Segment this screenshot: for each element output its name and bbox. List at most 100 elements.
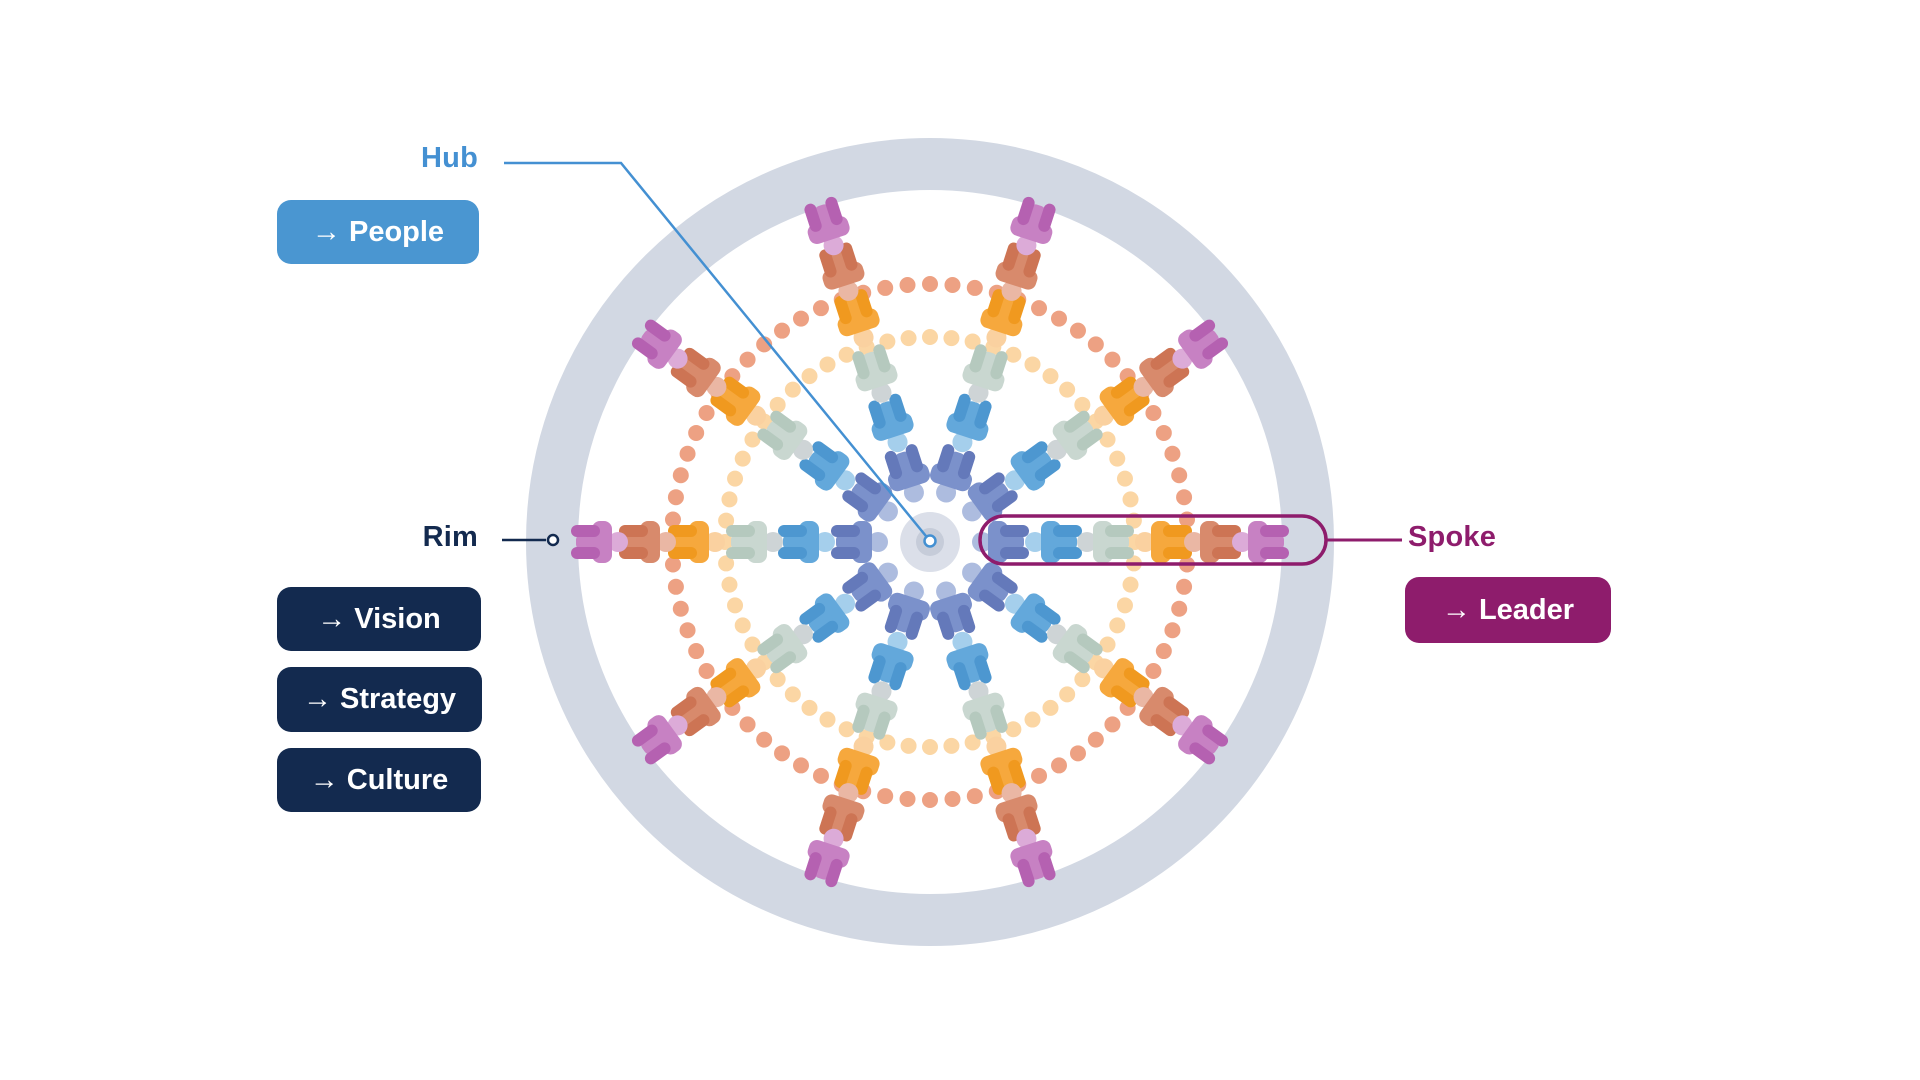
dotted-circle-dot	[698, 663, 715, 679]
spoke-group	[631, 319, 898, 522]
person-icon-orchid	[1010, 196, 1056, 256]
dotted-circle-dot	[734, 617, 751, 634]
dotted-circle-dot	[1099, 636, 1116, 653]
person-arm	[969, 711, 987, 740]
person-body	[647, 329, 682, 369]
person-arm	[1163, 525, 1192, 537]
person-icon-periwinkle	[972, 521, 1029, 563]
person-arm	[1189, 319, 1216, 342]
person-arm	[855, 472, 881, 495]
person-arm	[683, 347, 710, 370]
person-head	[608, 532, 628, 552]
person-icon-orchid	[1010, 828, 1056, 888]
dotted-circle-dot	[1145, 405, 1162, 421]
person-head	[1025, 532, 1045, 552]
person-arm	[1053, 547, 1082, 559]
person-icon-amber	[980, 289, 1026, 348]
person-icon-periwinkle	[842, 472, 898, 522]
person-body	[686, 357, 721, 398]
person-arm	[852, 351, 870, 380]
person-torso	[808, 451, 833, 474]
dotted-circle-dot	[793, 757, 809, 774]
person-arm	[979, 589, 1005, 612]
person-icon-sage	[726, 521, 783, 563]
person-arm	[819, 249, 837, 278]
person-torso	[641, 329, 666, 353]
dotted-circle-dot	[1087, 731, 1104, 748]
culture-tag-button[interactable]: → Culture	[277, 748, 481, 812]
strategy-tag-button[interactable]: → Strategy	[277, 667, 482, 732]
dotted-circle-dot	[744, 636, 761, 653]
dotted-circle-dot	[819, 711, 836, 728]
dotted-circle-dot	[838, 721, 855, 738]
person-head	[705, 532, 725, 552]
vision-tag-button[interactable]: → Vision	[277, 587, 481, 651]
person-icon-blue	[946, 393, 992, 453]
person-arm	[987, 289, 1005, 318]
person-arm	[1002, 242, 1020, 271]
person-torso	[783, 534, 807, 550]
dotted-circle-dot	[727, 597, 744, 614]
person-arm	[571, 547, 600, 559]
person-arm	[1150, 347, 1177, 370]
dotted-circle-dot	[769, 396, 786, 413]
person-arm	[757, 633, 784, 656]
leader-tag-button[interactable]: → Leader	[1405, 577, 1611, 643]
person-arm	[889, 662, 907, 691]
person-icon-salmon	[1184, 521, 1241, 563]
person-torso	[1260, 534, 1284, 550]
person-head	[1232, 532, 1252, 552]
person-torso	[1163, 534, 1187, 550]
person-body	[967, 562, 1003, 602]
person-arm	[726, 547, 755, 559]
person-body	[814, 451, 850, 491]
person-head	[1077, 532, 1097, 552]
dotted-circle-dot	[784, 686, 801, 703]
rim-callout-marker	[546, 533, 560, 547]
people-tag-button[interactable]: → People	[277, 200, 479, 264]
person-icon-periwinkle	[962, 472, 1018, 522]
dotted-circle-dot	[1042, 699, 1059, 716]
dotted-circle-dot	[774, 745, 791, 762]
person-arm	[757, 428, 784, 451]
person-arm	[905, 611, 923, 640]
person-head	[763, 532, 783, 552]
person-torso	[1069, 420, 1094, 444]
person-arm	[855, 589, 881, 612]
spoke-group	[962, 319, 1229, 522]
person-torso	[624, 534, 648, 550]
person-arm	[1023, 806, 1041, 835]
hub-callout-marker	[923, 534, 937, 548]
dotted-circle-dot	[1155, 424, 1172, 441]
spoke-group	[804, 581, 930, 888]
dotted-circle-dot	[1069, 322, 1086, 339]
person-icon-amber	[710, 376, 767, 426]
dotted-circle-dot	[739, 716, 756, 733]
person-arm	[812, 620, 839, 643]
dotted-circle-dot	[769, 671, 786, 688]
person-arm	[1008, 295, 1026, 325]
person-icon-sage	[962, 344, 1008, 403]
person-icon-amber	[1093, 376, 1150, 426]
person-arm	[1021, 441, 1048, 464]
spoke-group	[930, 581, 1056, 888]
dotted-circle-dot	[1074, 396, 1091, 413]
dotted-circle-dot	[900, 330, 917, 347]
dotted-circle-dot	[1176, 489, 1193, 506]
person-arm	[1212, 525, 1241, 537]
person-icon-blue	[1004, 441, 1061, 491]
person-torso	[1116, 674, 1141, 698]
person-body	[647, 715, 682, 755]
person-icon-sage	[1047, 623, 1103, 674]
dotted-circle-dot	[1122, 491, 1139, 508]
person-arm	[619, 525, 648, 537]
person-arm	[1038, 852, 1056, 881]
dotted-circle-dot	[679, 622, 696, 639]
dotted-circle-dot	[1005, 721, 1022, 738]
person-arm	[799, 459, 826, 482]
dotted-circle-dot	[727, 470, 744, 487]
dotted-circle-dot	[964, 734, 981, 751]
dotted-circle-dot	[664, 556, 681, 573]
person-arm	[840, 813, 858, 842]
person-arm	[840, 242, 858, 271]
